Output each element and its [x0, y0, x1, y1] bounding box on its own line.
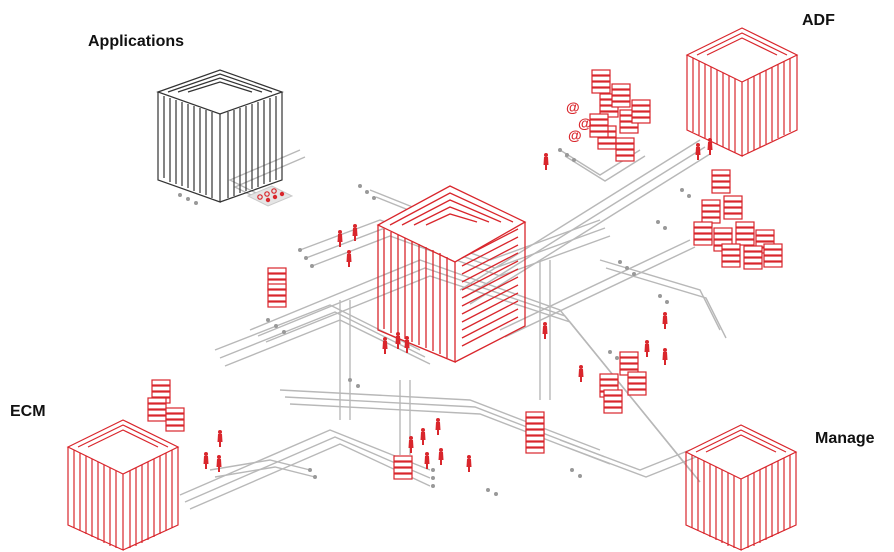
document-stacks — [147, 69, 783, 480]
email-icon: @ — [566, 99, 580, 115]
email-icons: @ @ @ — [566, 99, 592, 143]
ecm-label: ECM — [10, 403, 46, 420]
central-hub-cube[interactable] — [376, 185, 527, 363]
email-icon: @ — [578, 115, 592, 131]
applications-cube[interactable] — [156, 69, 284, 203]
adf-label: ADF — [802, 12, 835, 29]
email-icon: @ — [568, 127, 582, 143]
applications-label: Applications — [88, 33, 185, 50]
manage-label: Manage — [815, 430, 875, 447]
ecm-cube[interactable] — [66, 419, 180, 551]
adf-cube[interactable] — [685, 27, 799, 157]
track-endpoints — [178, 148, 691, 496]
applications-connector-pad — [246, 185, 294, 207]
manage-cube[interactable] — [684, 424, 798, 551]
